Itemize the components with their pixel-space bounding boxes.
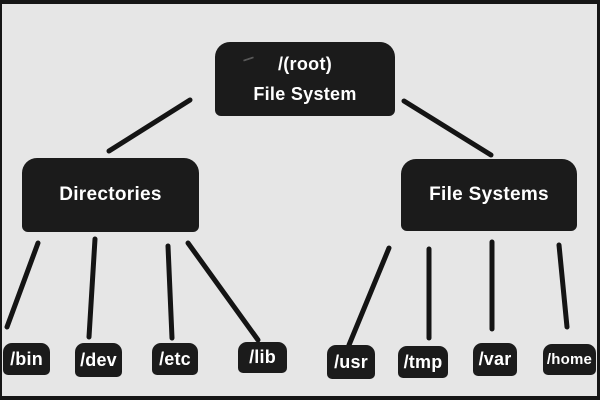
node-directories-label: Directories <box>59 184 162 205</box>
leaf-dev: /dev <box>75 343 122 377</box>
leaf-bin: /bin <box>3 343 50 375</box>
edge-filesystems-home <box>556 242 570 330</box>
leaf-etc-label: /etc <box>159 348 191 369</box>
node-root-line1: /(root) <box>277 54 333 74</box>
leaf-var: /var <box>473 343 517 376</box>
leaf-dev-label: /dev <box>80 349 117 370</box>
node-directories: Directories <box>22 158 199 232</box>
leaf-etc: /etc <box>152 343 198 375</box>
leaf-tmp: /tmp <box>398 346 448 378</box>
node-root: /(root) File System <box>215 42 395 116</box>
leaf-home: /home <box>543 344 596 375</box>
leaf-bin-label: /bin <box>10 348 43 369</box>
leaf-lib-label: /lib <box>249 347 276 367</box>
leaf-usr: /usr <box>327 345 375 379</box>
leaf-home-label: /home <box>546 351 593 368</box>
edge-directories-etc <box>165 243 175 341</box>
leaf-usr-label: /usr <box>334 351 368 372</box>
edge-filesystems-usr <box>346 245 392 348</box>
edge-directories-lib <box>185 240 261 343</box>
edge-directories-dev <box>86 236 98 340</box>
node-file-systems-label: File Systems <box>429 184 549 205</box>
node-root-line2: File System <box>253 84 357 104</box>
edge-root-directories <box>106 97 193 154</box>
leaf-lib: /lib <box>238 342 287 373</box>
edge-root-filesystems <box>401 98 494 158</box>
leaf-tmp-label: /tmp <box>403 351 443 372</box>
leaf-var-label: /var <box>478 349 512 369</box>
smudge-artifact <box>242 56 255 62</box>
node-file-systems: File Systems <box>401 159 577 231</box>
edge-directories-bin <box>4 240 41 330</box>
